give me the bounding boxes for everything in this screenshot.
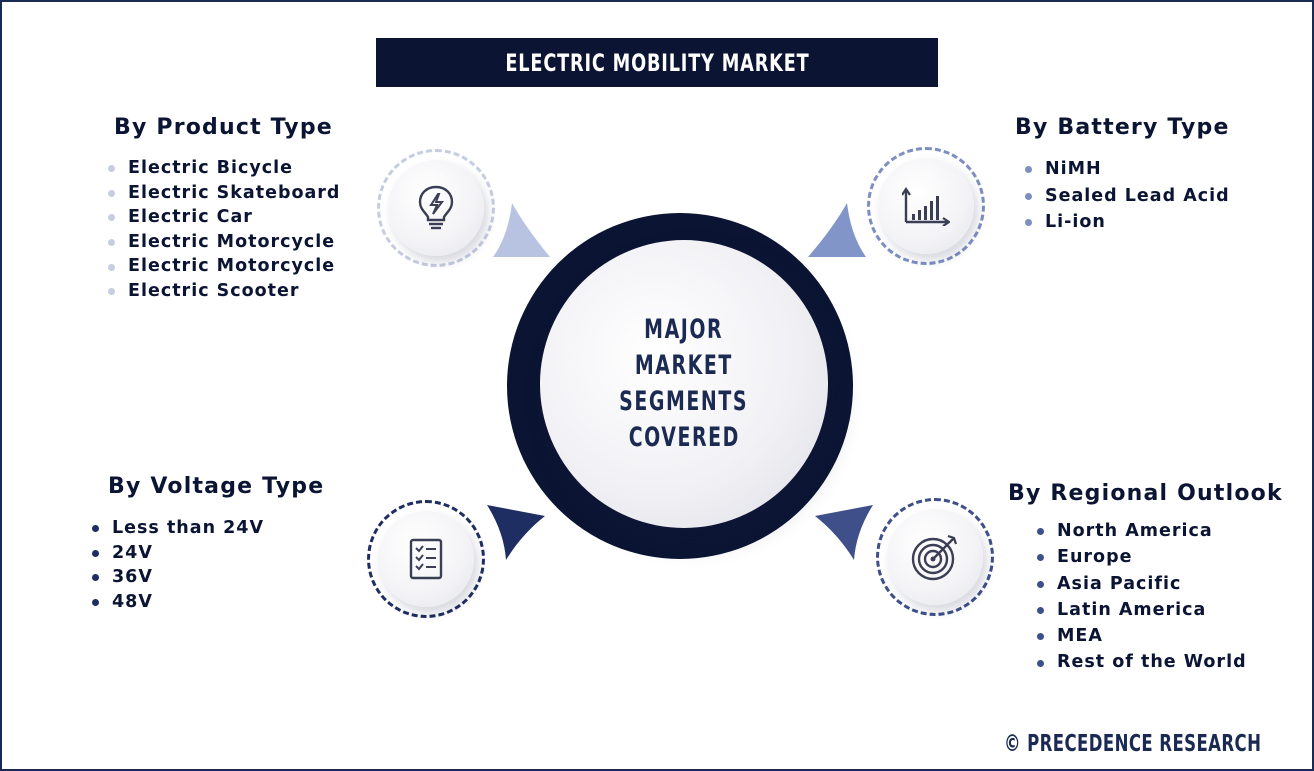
target-icon bbox=[911, 534, 958, 581]
product-list-item: Electric Skateboard bbox=[108, 181, 340, 206]
voltage-pointer bbox=[487, 505, 545, 560]
product-list-item: Electric Bicycle bbox=[108, 156, 340, 181]
voltage-list-item: Less than 24V bbox=[92, 516, 264, 541]
product-pointer bbox=[493, 203, 550, 257]
center-line-3: SEGMENTS bbox=[619, 386, 749, 417]
brand-watermark: © PRECEDENCE RESEARCH bbox=[1004, 731, 1262, 757]
voltage-list-item: 48V bbox=[92, 590, 264, 615]
battery-list-item: Li-ion bbox=[1025, 209, 1230, 236]
region-list-item: MEA bbox=[1037, 623, 1247, 649]
region-pointer bbox=[815, 505, 873, 560]
battery-list-item: NiMH bbox=[1025, 156, 1230, 183]
center-circle: MAJOR MARKET SEGMENTS COVERED bbox=[540, 240, 828, 528]
bar-chart-icon bbox=[902, 187, 950, 226]
voltage-type-heading: By Voltage Type bbox=[108, 474, 325, 499]
product-list-item: Electric Motorcycle bbox=[108, 230, 340, 255]
title-text: ELECTRIC MOBILITY MARKET bbox=[504, 48, 810, 77]
region-list-item: Latin America bbox=[1037, 597, 1247, 623]
region-list-item: Asia Pacific bbox=[1037, 571, 1247, 597]
product-list-item: Electric Scooter bbox=[108, 279, 340, 304]
lightbulb-icon bbox=[418, 185, 454, 230]
center-line-2: MARKET bbox=[634, 350, 734, 381]
checklist-icon bbox=[409, 538, 443, 580]
battery-icon-circle bbox=[867, 147, 985, 265]
voltage-list-item: 36V bbox=[92, 565, 264, 590]
battery-type-heading: By Battery Type bbox=[1015, 115, 1230, 140]
product-list-item: Electric Car bbox=[108, 205, 340, 230]
product-type-heading: By Product Type bbox=[114, 115, 333, 140]
center-line-4: COVERED bbox=[628, 422, 740, 453]
product-icon-circle bbox=[377, 149, 495, 267]
battery-pointer bbox=[808, 203, 866, 257]
voltage-icon-circle bbox=[367, 500, 485, 618]
battery-list-item: Sealed Lead Acid bbox=[1025, 183, 1230, 210]
product-list-item: Electric Motorcycle bbox=[108, 254, 340, 279]
region-list-item: Rest of the World bbox=[1037, 649, 1247, 675]
regional-outlook-heading: By Regional Outlook bbox=[1008, 481, 1283, 506]
region-list-item: Europe bbox=[1037, 544, 1247, 570]
center-line-1: MAJOR bbox=[644, 314, 724, 345]
voltage-list-item: 24V bbox=[92, 541, 264, 566]
region-list-item: North America bbox=[1037, 518, 1247, 544]
title-banner: ELECTRIC MOBILITY MARKET bbox=[376, 38, 938, 87]
region-icon-circle bbox=[876, 498, 994, 616]
